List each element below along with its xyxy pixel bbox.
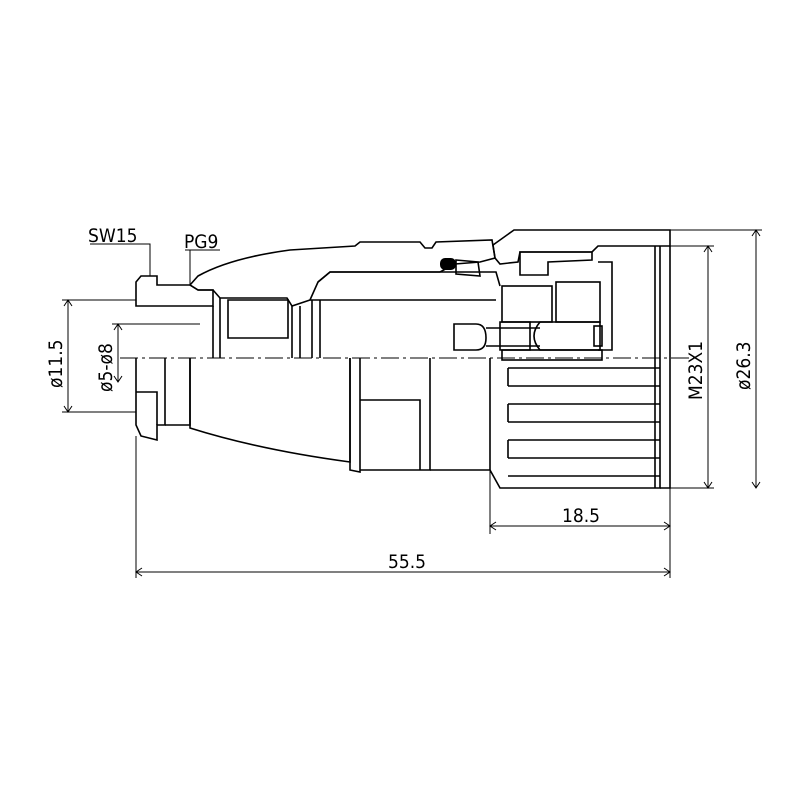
label-18-5: 18.5 — [562, 505, 600, 527]
label-pg9: PG9 — [184, 231, 218, 253]
insulator-a — [501, 285, 553, 323]
label-55-5: 55.5 — [388, 551, 426, 573]
dimensions — [62, 229, 762, 578]
label-dia-5-8: ø5-ø8 — [95, 343, 117, 392]
label-dia-11-5: ø11.5 — [45, 339, 67, 388]
exterior-view — [135, 246, 671, 489]
label-dia-26-3: ø26.3 — [733, 341, 755, 390]
housing-exterior — [189, 358, 351, 463]
section-view — [135, 229, 671, 361]
o-ring-section — [440, 258, 456, 270]
inner-sleeve-section — [227, 299, 289, 339]
grip-ribs — [507, 367, 660, 477]
cable-nut-section — [135, 275, 214, 307]
housing-section — [188, 239, 496, 307]
coupling-ring-grip — [489, 358, 661, 489]
contact-pin — [453, 323, 487, 351]
cable-nut-exterior — [135, 358, 166, 442]
insulator-b — [555, 281, 601, 323]
label-sw15: SW15 — [88, 225, 138, 247]
label-m23x1: M23X1 — [685, 341, 707, 400]
